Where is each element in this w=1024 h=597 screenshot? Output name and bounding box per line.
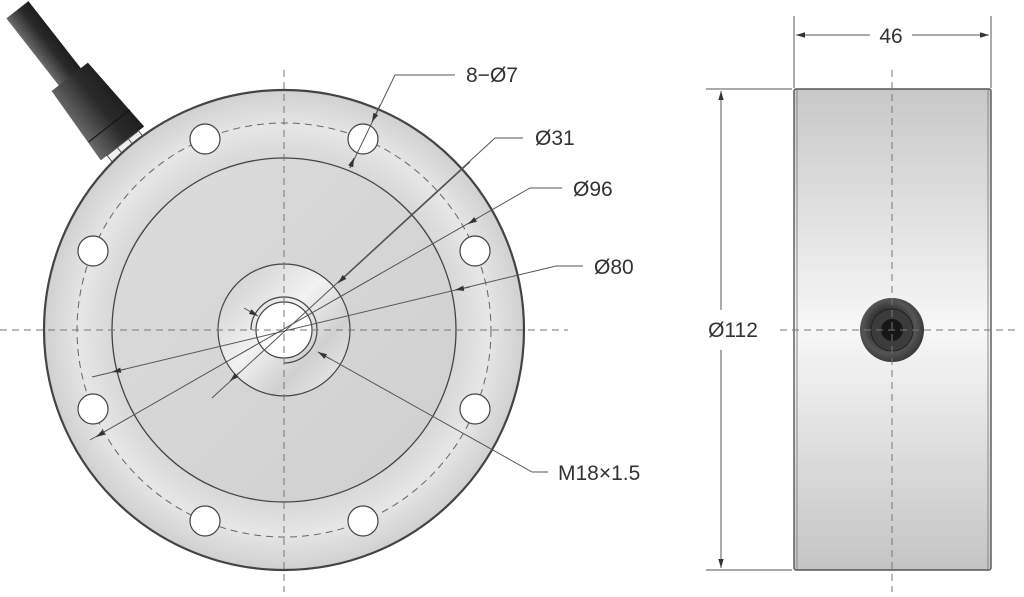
label-bolt-circle: Ø96 xyxy=(573,178,613,201)
leader-hub-diameter: Ø31 xyxy=(211,127,575,399)
label-bolt-holes: 8−Ø7 xyxy=(466,64,518,87)
bolt-hole xyxy=(189,123,221,155)
leader-thread: M18×1.5 xyxy=(243,307,640,485)
side-view: 46 Ø112 xyxy=(686,16,1020,592)
label-width: 46 xyxy=(879,25,902,48)
bolt-hole xyxy=(459,393,491,425)
front-view: 8−Ø7 Ø31 Ø96 Ø80 M18× xyxy=(0,1,640,592)
bolt-hole xyxy=(77,393,109,425)
bolt-hole xyxy=(347,123,379,155)
bolt-hole xyxy=(459,235,491,267)
bolt-hole xyxy=(189,505,221,537)
bolt-holes xyxy=(77,123,491,537)
label-hub-diameter: Ø31 xyxy=(535,127,575,150)
label-inner-face: Ø80 xyxy=(594,256,634,279)
bolt-hole xyxy=(77,235,109,267)
leader-bolt-holes: 8−Ø7 xyxy=(348,64,518,169)
strain-relief xyxy=(51,62,145,161)
leader-inner-face: Ø80 xyxy=(91,256,634,378)
label-thread: M18×1.5 xyxy=(558,462,640,485)
leader-bolt-circle: Ø96 xyxy=(89,178,613,441)
bolt-hole xyxy=(347,505,379,537)
thread-arc xyxy=(250,296,318,364)
label-outer-diameter: Ø112 xyxy=(708,319,758,342)
cable xyxy=(6,1,87,94)
